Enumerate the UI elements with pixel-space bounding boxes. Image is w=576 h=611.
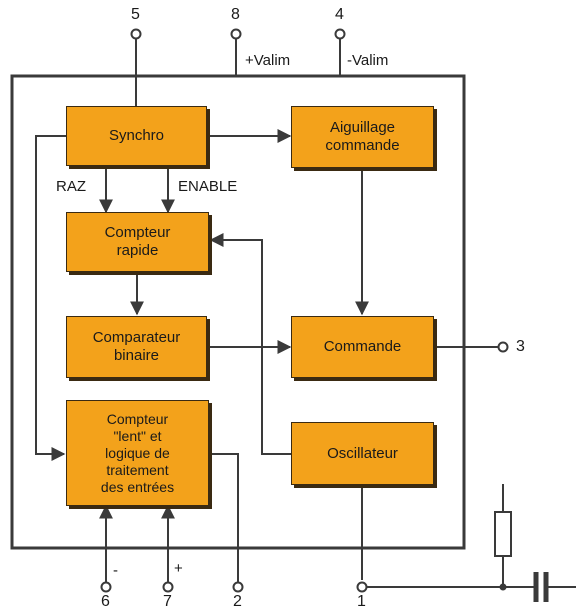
pin-number-3: 3 bbox=[516, 338, 525, 355]
block-oscillateur: Oscillateur bbox=[291, 422, 434, 485]
pin7-terminal bbox=[162, 581, 174, 593]
wire-pin2 bbox=[209, 453, 239, 582]
wire-oscillateur-rapide bbox=[209, 233, 292, 455]
block-aiguillage-commande: Aiguillage commande bbox=[291, 106, 434, 168]
pin-number-5: 5 bbox=[131, 6, 140, 23]
block-compteur-rapide: Compteur rapide bbox=[66, 212, 209, 272]
pin-number-1: 1 bbox=[357, 593, 366, 610]
resistor bbox=[494, 511, 512, 557]
pin6-terminal bbox=[100, 581, 112, 593]
block-compteur-lent: Compteur "lent" et logique de traitement… bbox=[66, 400, 209, 506]
block-synchro: Synchro bbox=[66, 106, 207, 166]
label-raz: RAZ bbox=[56, 178, 86, 195]
pin-number-4: 4 bbox=[335, 6, 344, 23]
label-enable: ENABLE bbox=[178, 178, 238, 195]
pin3-terminal bbox=[497, 341, 509, 353]
pin-number-2: 2 bbox=[233, 593, 242, 610]
label-minus-input: - bbox=[113, 562, 118, 579]
block-comparateur-binaire: Comparateur binaire bbox=[66, 316, 207, 378]
wire-synchro-compteur-lent bbox=[35, 135, 68, 461]
junction-dot bbox=[499, 583, 507, 591]
label-plus-valim: +Valim bbox=[245, 52, 291, 69]
pin2-terminal bbox=[232, 581, 244, 593]
pin-number-7: 7 bbox=[163, 593, 172, 610]
pin8-terminal bbox=[230, 28, 242, 40]
label-plus-input: + bbox=[174, 560, 183, 577]
block-commande: Commande bbox=[291, 316, 434, 378]
pin-number-6: 6 bbox=[101, 593, 110, 610]
pin1-terminal bbox=[356, 581, 368, 593]
pin5-terminal bbox=[130, 28, 142, 40]
pin4-terminal bbox=[334, 28, 346, 40]
label-minus-valim: -Valim bbox=[347, 52, 389, 69]
pin-number-8: 8 bbox=[231, 6, 240, 23]
